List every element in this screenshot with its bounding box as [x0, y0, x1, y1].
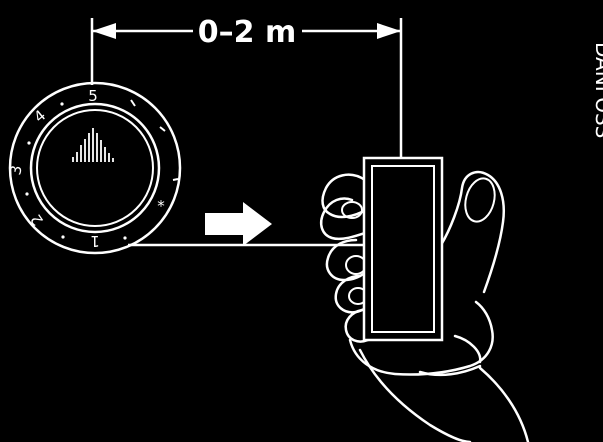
hand-thumb-right [439, 170, 505, 294]
remote-body [362, 156, 444, 342]
frost-symbol-icon: * [157, 197, 165, 215]
hand-palm [348, 300, 494, 376]
dial-scale-marks [25, 99, 179, 240]
brand-logo: DANFOSS [591, 42, 603, 138]
dimension-label: 0–2 m [198, 15, 296, 50]
dial-number-3: 3 [6, 164, 25, 177]
hand-index-finger [320, 197, 370, 241]
dial-number-5: 5 [88, 87, 98, 105]
hand-pinky [344, 308, 370, 343]
remote-face [371, 165, 435, 333]
dial-number-1: 1 [90, 232, 100, 250]
dimension-line [90, 18, 403, 158]
dial-center [36, 109, 154, 227]
arrowhead-left-icon [92, 23, 116, 39]
dial-inner-ring [29, 102, 161, 234]
arrowhead-right-icon [377, 23, 401, 39]
signal-bars-icon [72, 128, 114, 162]
hand-wrist [358, 348, 472, 442]
right-arrow-icon [205, 202, 272, 246]
remote-control [362, 156, 444, 342]
dial-outer-ring [8, 81, 182, 255]
